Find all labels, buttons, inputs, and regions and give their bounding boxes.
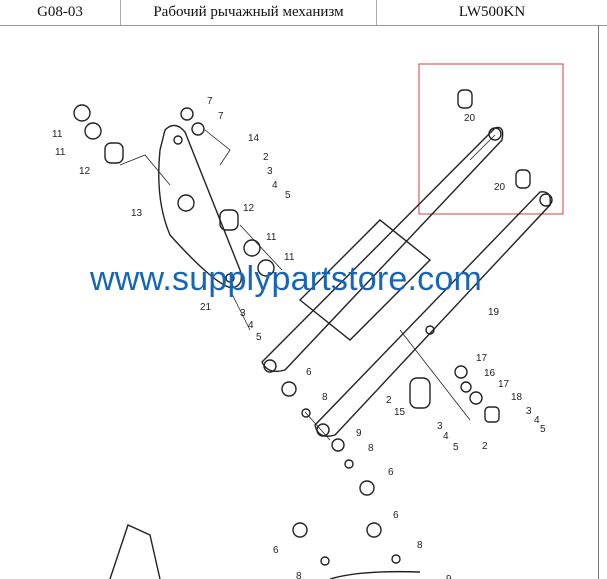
callout-label: 14 [248,133,260,144]
callout-label: 2 [386,395,392,406]
callout-label: 9 [446,574,452,579]
callout-label: 2 [263,152,269,163]
callout-label: 4 [534,415,540,426]
callout-label: 4 [248,320,254,331]
callout-label: 11 [284,252,295,263]
callout-label: 11 [55,147,66,158]
callout-label: 9 [356,428,362,439]
callout-label: 18 [511,392,523,403]
callout-label: 16 [484,368,496,379]
header-table: G08-03 Рабочий рычажный механизм LW500KN [0,0,607,26]
callout-label: 6 [273,545,279,556]
callout-label: 19 [488,307,500,318]
callout-label: 20 [494,182,506,193]
callout-label: 21 [200,302,212,313]
callout-label: 6 [393,510,399,521]
callout-label: 8 [322,392,328,403]
callout-label: 3 [240,308,246,319]
page-border [598,25,599,579]
callout-label: 12 [243,203,255,214]
section-title: Рабочий рычажный механизм [121,0,377,25]
callout-label: 2 [482,441,488,452]
watermark-text: www.supplypartstore.com [90,260,482,298]
callout-label: 8 [368,443,374,454]
section-code: G08-03 [0,0,121,25]
callout-label: 3 [526,406,532,417]
callout-label: 4 [272,180,278,191]
machine-model: LW500KN [458,4,526,20]
callout-label: 6 [388,467,394,478]
callout-label: 5 [540,424,546,435]
callout-label: 7 [207,96,213,107]
callout-label: 11 [52,129,63,140]
callout-label: 11 [266,232,277,243]
callout-label: 3 [437,421,443,432]
callout-label: 8 [296,571,302,579]
highlight-box [418,63,564,215]
callout-label: 5 [285,190,291,201]
callout-label: 13 [131,208,143,219]
callout-label: 5 [256,332,262,343]
callout-label: 20 [464,113,476,124]
callout-label: 12 [79,166,91,177]
callout-label: 5 [453,442,459,453]
callout-label: 3 [267,166,273,177]
callout-label: 4 [443,431,449,442]
callout-label: 7 [218,111,224,122]
boom-arm-left [261,126,504,373]
callout-label: 15 [394,407,406,418]
bell-crank [158,124,243,289]
callout-label: 8 [417,540,423,551]
callout-label: 17 [476,353,488,364]
callout-label: 17 [498,379,510,390]
callout-label: 6 [306,367,312,378]
